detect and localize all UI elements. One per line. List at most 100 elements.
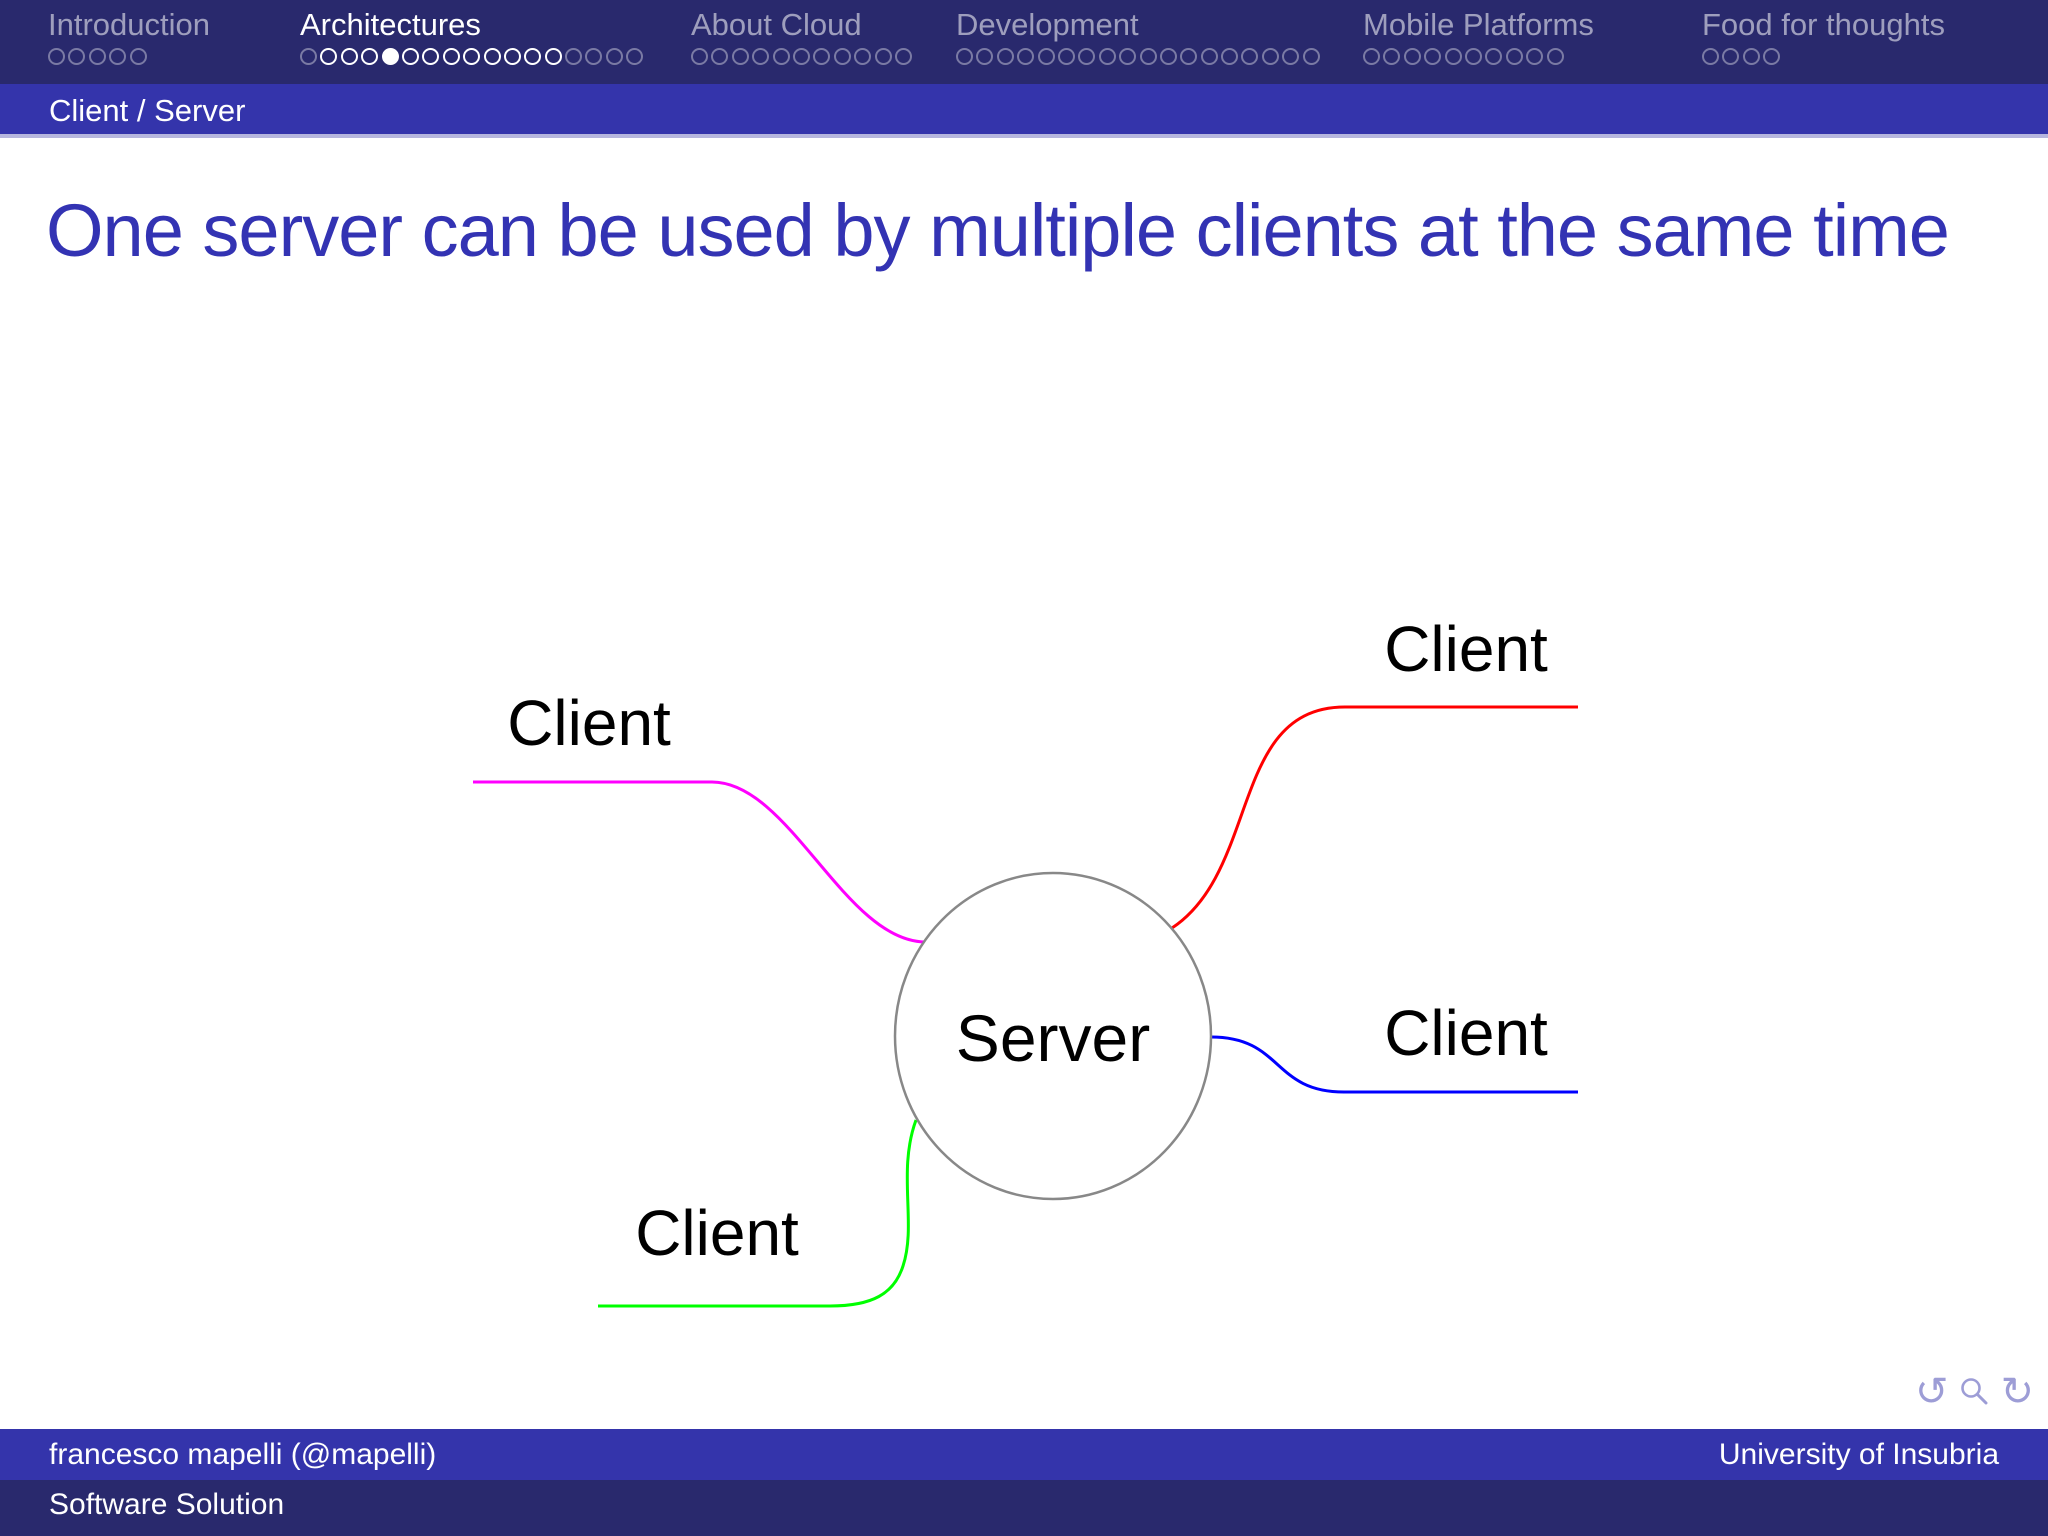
slide-dot-row: [300, 48, 647, 65]
slide-dot[interactable]: [1403, 48, 1421, 65]
slide-dot[interactable]: [483, 48, 501, 65]
slide-dot[interactable]: [1221, 48, 1239, 65]
slide-dot[interactable]: [585, 48, 603, 65]
slide-dot[interactable]: [503, 48, 521, 65]
nav-section-label[interactable]: Development: [956, 7, 1139, 42]
slide-dot[interactable]: [361, 48, 379, 65]
subsection-title: Client / Server: [49, 93, 246, 128]
slide-dot[interactable]: [1139, 48, 1157, 65]
slide-dot-row: [956, 48, 1323, 65]
nav-section-label[interactable]: Architectures: [300, 7, 481, 42]
slide-dot[interactable]: [731, 48, 749, 65]
slide-dot[interactable]: [1763, 48, 1781, 65]
slide-dot[interactable]: [1526, 48, 1544, 65]
slide-dot[interactable]: [48, 48, 65, 65]
client-label-top-left: Client: [507, 687, 671, 759]
slide-dot[interactable]: [422, 48, 440, 65]
slide-dot[interactable]: [1241, 48, 1259, 65]
nav-section-introduction[interactable]: Introduction: [48, 0, 210, 84]
slide-dot[interactable]: [1180, 48, 1198, 65]
slide-dot[interactable]: [1505, 48, 1523, 65]
slide-dot-current[interactable]: [381, 48, 399, 65]
slide-dot[interactable]: [1282, 48, 1300, 65]
slide-dot[interactable]: [626, 48, 644, 65]
nav-section-label[interactable]: Food for thoughts: [1702, 7, 1945, 42]
slide-dot[interactable]: [68, 48, 86, 65]
slide-dot[interactable]: [711, 48, 729, 65]
slide-dot[interactable]: [1098, 48, 1116, 65]
slide-dot[interactable]: [1200, 48, 1218, 65]
nav-section-architectures[interactable]: Architectures: [300, 0, 647, 84]
client-label-right: Client: [1384, 997, 1548, 1069]
slide-dot[interactable]: [1037, 48, 1055, 65]
slide-dot[interactable]: [854, 48, 872, 65]
slide-dot-row: [1363, 48, 1594, 65]
slide-dot[interactable]: [874, 48, 892, 65]
slide-dot-row: [48, 48, 210, 65]
nav-section-mobile-platforms[interactable]: Mobile Platforms: [1363, 0, 1594, 84]
connection-line-top-left: [473, 780, 927, 944]
slide-dot[interactable]: [956, 48, 973, 65]
frame-title: One server can be used by multiple clien…: [46, 189, 1950, 272]
slide-dot[interactable]: [1078, 48, 1096, 65]
slide-dot[interactable]: [1702, 48, 1719, 65]
client-label-top-right: Client: [1384, 613, 1548, 685]
slide-dot[interactable]: [463, 48, 481, 65]
slide-dot[interactable]: [544, 48, 562, 65]
nav-section-development[interactable]: Development: [956, 0, 1323, 84]
slide-dot[interactable]: [752, 48, 770, 65]
search-icon[interactable]: [1957, 1375, 1991, 1409]
slide-dot[interactable]: [320, 48, 338, 65]
slide-dot[interactable]: [813, 48, 831, 65]
connection-line-bottom-left: [598, 1119, 918, 1308]
slide-dot[interactable]: [300, 48, 317, 65]
slide-dot[interactable]: [1017, 48, 1035, 65]
slide-dot[interactable]: [605, 48, 623, 65]
footer-short-title: Software Solution: [49, 1488, 285, 1521]
slide-dot[interactable]: [894, 48, 912, 65]
nav-section-food-for-thoughts[interactable]: Food for thoughts: [1702, 0, 1945, 84]
nav-section-label[interactable]: About Cloud: [691, 7, 862, 42]
slide-dot[interactable]: [1302, 48, 1320, 65]
slide-dot[interactable]: [88, 48, 106, 65]
slide-dot[interactable]: [1464, 48, 1482, 65]
slide-dot[interactable]: [1485, 48, 1503, 65]
section-navigation-bar: Introduction Architectures About Cloud Deve…: [0, 0, 2048, 84]
slide-dot[interactable]: [772, 48, 790, 65]
slide-dot[interactable]: [1383, 48, 1401, 65]
slide-dot[interactable]: [1119, 48, 1137, 65]
undo-navigation-icon[interactable]: ↺: [1914, 1369, 1949, 1415]
slide-dot[interactable]: [524, 48, 542, 65]
footer-author-bar: francesco mapelli (@mapelli) University …: [0, 1429, 2048, 1480]
slide-dot[interactable]: [1057, 48, 1075, 65]
slide-dot[interactable]: [1159, 48, 1177, 65]
slide-dot[interactable]: [691, 48, 708, 65]
footer-author: francesco mapelli (@mapelli): [49, 1437, 437, 1471]
nav-section-about-cloud[interactable]: About Cloud: [691, 0, 915, 84]
slide-dot[interactable]: [340, 48, 358, 65]
slide-dot[interactable]: [976, 48, 994, 65]
slide-dot[interactable]: [792, 48, 810, 65]
slide-dot[interactable]: [1722, 48, 1740, 65]
slide-dot[interactable]: [1444, 48, 1462, 65]
slide-dot[interactable]: [401, 48, 419, 65]
slide-dot[interactable]: [1363, 48, 1380, 65]
slide-dot[interactable]: [996, 48, 1014, 65]
subsection-bar: Client / Server: [0, 84, 2048, 138]
slide-dot[interactable]: [129, 48, 147, 65]
slide-dot[interactable]: [109, 48, 127, 65]
slide-dot[interactable]: [1261, 48, 1279, 65]
nav-section-label[interactable]: Mobile Platforms: [1363, 7, 1594, 42]
slide-dot[interactable]: [833, 48, 851, 65]
slide-dot[interactable]: [1546, 48, 1564, 65]
slide-dot[interactable]: [1424, 48, 1442, 65]
client-label-bottom-left: Client: [635, 1197, 799, 1269]
slide-dot[interactable]: [1742, 48, 1760, 65]
connection-line-top-right: [1171, 705, 1578, 930]
nav-section-label[interactable]: Introduction: [48, 7, 210, 42]
slide-dot[interactable]: [565, 48, 583, 65]
redo-navigation-icon[interactable]: ↻: [2000, 1369, 2034, 1415]
slide-dot[interactable]: [442, 48, 460, 65]
